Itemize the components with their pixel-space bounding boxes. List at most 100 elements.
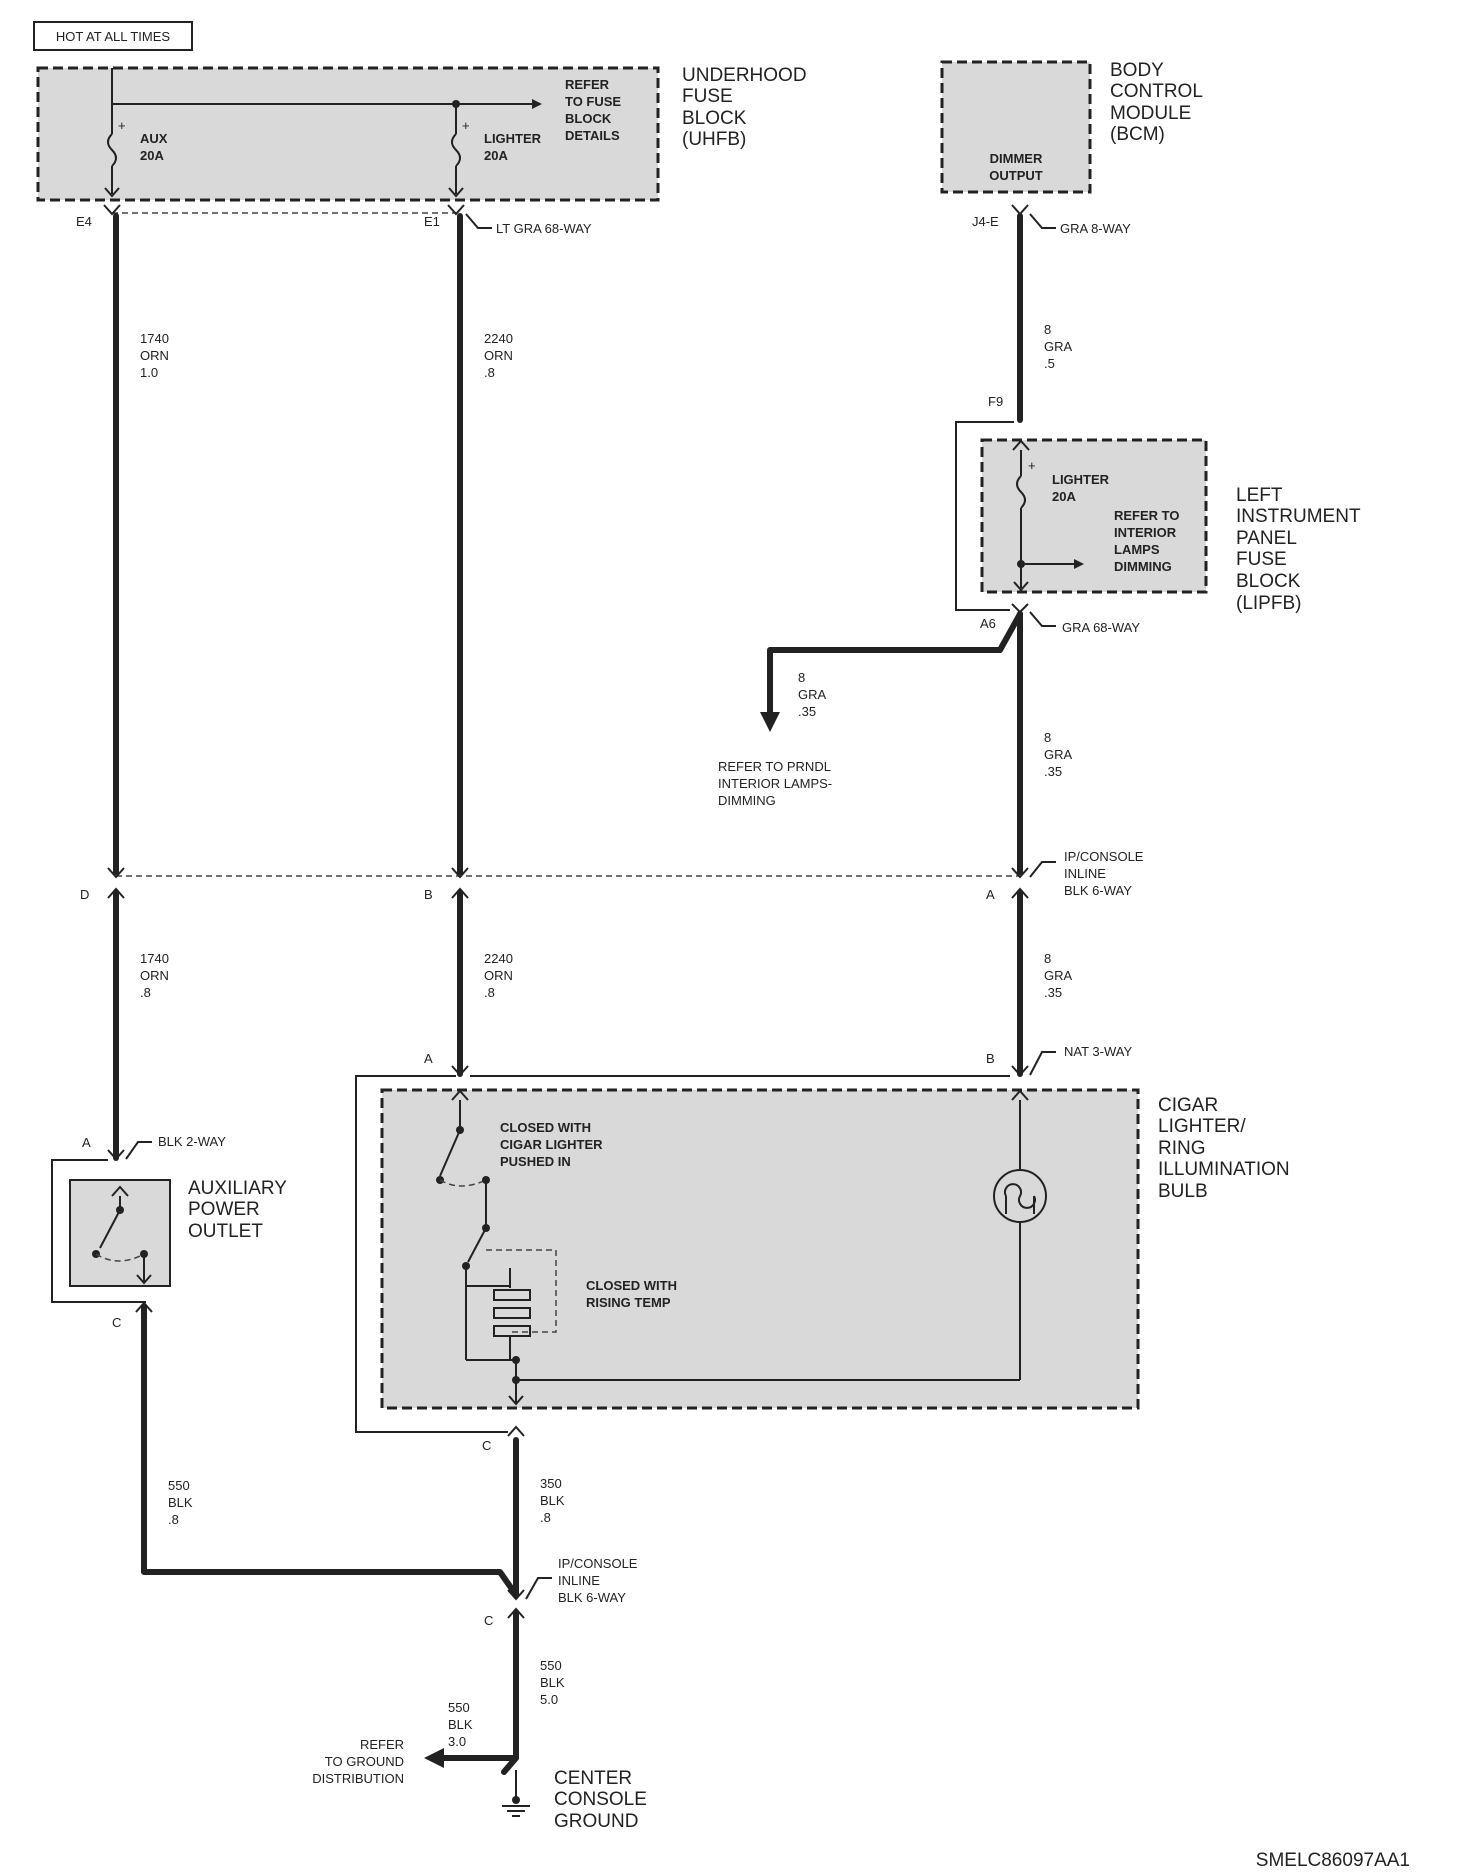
wire-2240-lower-label: 2240 ORN .8 <box>484 951 513 1000</box>
svg-text:A6: A6 <box>980 616 996 631</box>
wire-2240-upper-label: 2240 ORN .8 <box>484 331 513 380</box>
svg-text:.8: .8 <box>168 1512 179 1527</box>
svg-text:RING: RING <box>1158 1138 1206 1159</box>
svg-text:BLK: BLK <box>540 1493 565 1508</box>
svg-text:550: 550 <box>168 1478 190 1493</box>
svg-text:REFER TO PRNDL: REFER TO PRNDL <box>718 759 831 774</box>
uhfb-connector: E4 E1 LT GRA 68-WAY <box>76 204 592 236</box>
svg-text:.8: .8 <box>540 1510 551 1525</box>
svg-text:.35: .35 <box>1044 764 1062 779</box>
cigar-lighter-outer-outline <box>355 1075 1010 1433</box>
svg-text:REFER: REFER <box>360 1737 404 1752</box>
svg-text:BLK: BLK <box>540 1675 565 1690</box>
lipfb-a6-connector: A6 GRA 68-WAY <box>980 603 1140 635</box>
svg-text:BLK 6-WAY: BLK 6-WAY <box>1064 883 1132 898</box>
svg-text:5.0: 5.0 <box>540 1692 558 1707</box>
svg-text:C: C <box>112 1315 121 1330</box>
body-control-module: DIMMER OUTPUT <box>940 60 1092 194</box>
svg-text:GRA: GRA <box>1044 747 1073 762</box>
svg-text:3.0: 3.0 <box>448 1734 466 1749</box>
svg-text:GRA: GRA <box>1044 968 1073 983</box>
svg-text:BLOCK: BLOCK <box>1236 571 1301 592</box>
svg-text:LT GRA 68-WAY: LT GRA 68-WAY <box>496 221 592 236</box>
svg-text:C: C <box>484 1613 493 1628</box>
svg-text:.35: .35 <box>1044 985 1062 1000</box>
svg-text:LEFT: LEFT <box>1236 485 1283 506</box>
svg-text:ORN: ORN <box>484 968 513 983</box>
svg-text:CIGAR LIGHTER: CIGAR LIGHTER <box>500 1137 603 1152</box>
svg-text:BODY: BODY <box>1110 60 1164 81</box>
svg-text:C: C <box>482 1438 491 1453</box>
hot-at-all-times-label: HOT AT ALL TIMES <box>33 21 193 51</box>
lipfb-outer-outline <box>955 421 1014 611</box>
ground-refer-label: REFER TO GROUND DISTRIBUTION <box>312 1737 404 1786</box>
svg-text:CLOSED WITH: CLOSED WITH <box>586 1278 677 1293</box>
aux-outlet-title: AUXILIARY POWER OUTLET <box>188 1178 287 1242</box>
wire-550-blk-upper <box>141 1303 517 1595</box>
svg-text:OUTLET: OUTLET <box>188 1221 263 1242</box>
svg-text:BLK: BLK <box>448 1717 473 1732</box>
svg-text:CIGAR: CIGAR <box>1158 1095 1218 1116</box>
svg-text:DETAILS: DETAILS <box>565 128 620 143</box>
svg-text:BLOCK: BLOCK <box>682 108 747 129</box>
cigar-lighter-title: CIGAR LIGHTER/ RING ILLUMINATION BULB <box>1158 1095 1290 1202</box>
svg-text:A: A <box>424 1051 433 1066</box>
svg-text:(UHFB): (UHFB) <box>682 129 746 150</box>
svg-text:GROUND: GROUND <box>554 1811 638 1832</box>
svg-text:RISING TEMP: RISING TEMP <box>586 1295 671 1310</box>
svg-text:550: 550 <box>540 1658 562 1673</box>
svg-text:E4: E4 <box>76 214 92 229</box>
svg-text:IP/CONSOLE: IP/CONSOLE <box>558 1556 638 1571</box>
uhfb-title: UNDERHOOD FUSE BLOCK (UHFB) <box>682 65 807 150</box>
svg-text:TO GROUND: TO GROUND <box>325 1754 404 1769</box>
prndl-refer-label: REFER TO PRNDL INTERIOR LAMPS- DIMMING <box>718 759 832 808</box>
svg-text:INLINE: INLINE <box>1064 866 1106 881</box>
svg-text:DIMMING: DIMMING <box>718 793 776 808</box>
svg-text:2240: 2240 <box>484 331 513 346</box>
ip-console-inline-connector-lower: C IP/CONSOLE INLINE BLK 6-WAY <box>484 1556 638 1628</box>
lipfb-fuse-icon: + <box>1012 439 1036 592</box>
svg-text:+: + <box>118 118 126 133</box>
svg-text:FUSE: FUSE <box>682 86 733 107</box>
svg-text:+: + <box>462 118 470 133</box>
svg-text:LIGHTER/: LIGHTER/ <box>1158 1116 1246 1137</box>
ground-distribution-arrow-icon <box>424 1748 444 1768</box>
svg-text:BLOCK: BLOCK <box>565 111 612 126</box>
svg-text:DIMMER: DIMMER <box>990 151 1043 166</box>
svg-text:DIMMING: DIMMING <box>1114 559 1172 574</box>
svg-text:550: 550 <box>448 1700 470 1715</box>
svg-text:(LIPFB): (LIPFB) <box>1236 593 1301 614</box>
svg-text:GRA 8-WAY: GRA 8-WAY <box>1060 221 1131 236</box>
svg-text:ORN: ORN <box>140 968 169 983</box>
wire-350-label: 350 BLK .8 <box>540 1476 565 1525</box>
svg-text:.35: .35 <box>798 704 816 719</box>
auxiliary-power-outlet <box>69 1179 171 1287</box>
thermal-switch-icon <box>462 1227 557 1364</box>
svg-text:LIGHTER: LIGHTER <box>1052 472 1110 487</box>
aux-outlet-switch-icon <box>92 1185 152 1285</box>
svg-text:CLOSED WITH: CLOSED WITH <box>500 1120 591 1135</box>
svg-text:+: + <box>1028 458 1036 473</box>
svg-text:FUSE: FUSE <box>1236 549 1287 570</box>
aux-fuse-icon: + <box>104 104 126 198</box>
svg-text:(BCM): (BCM) <box>1110 124 1165 145</box>
bcm-title: BODY CONTROL MODULE (BCM) <box>1110 60 1203 145</box>
lighter-fuse-icon: + <box>448 104 470 198</box>
svg-text:2240: 2240 <box>484 951 513 966</box>
svg-text:OUTPUT: OUTPUT <box>989 168 1043 183</box>
ip-console-inline-connector-upper: D B A IP/CONSOLE INLINE BLK 6-WAY <box>80 849 1144 902</box>
svg-text:CONSOLE: CONSOLE <box>554 1789 647 1810</box>
svg-text:GRA 68-WAY: GRA 68-WAY <box>1062 620 1140 635</box>
svg-text:ORN: ORN <box>484 348 513 363</box>
figure-id: SMELC86097AA1 <box>1256 1850 1410 1871</box>
ground-symbol-icon <box>502 1770 530 1817</box>
underhood-fuse-block: + + AUX 20A LIGHTER 20A REFER TO FUSE BL… <box>36 66 660 202</box>
bcm-connector: J4-E GRA 8-WAY <box>972 204 1131 236</box>
svg-text:J4-E: J4-E <box>972 214 999 229</box>
svg-text:INTERIOR: INTERIOR <box>1114 525 1177 540</box>
svg-text:TO FUSE: TO FUSE <box>565 94 621 109</box>
cigar-lighter-pin-c: C <box>482 1425 525 1453</box>
svg-text:UNDERHOOD: UNDERHOOD <box>682 65 807 86</box>
svg-text:E1: E1 <box>424 214 440 229</box>
